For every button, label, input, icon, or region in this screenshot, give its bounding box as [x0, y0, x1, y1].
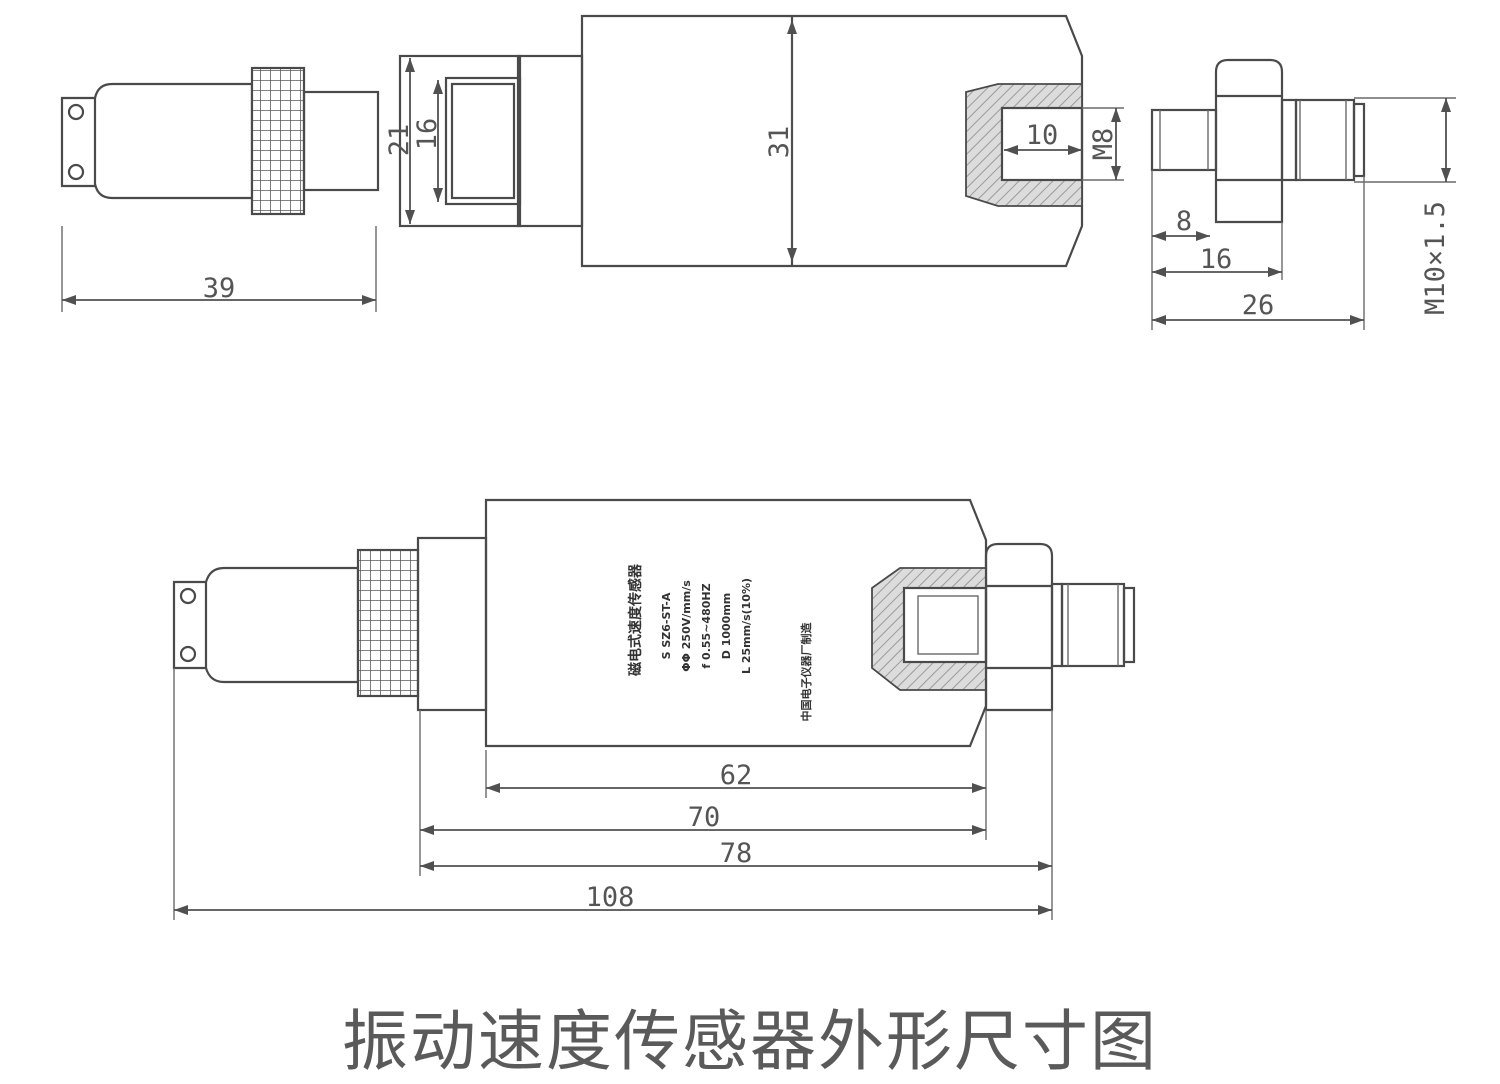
dim-stud-16: 16	[1152, 222, 1283, 280]
dim-39-label: 39	[203, 273, 236, 304]
nameplate-line4: D 1000mm	[720, 593, 733, 660]
nameplate-title: 磁电式速度传感器	[627, 563, 644, 676]
top-sensor-body	[398, 14, 1084, 268]
dim-length-62: 62	[485, 710, 987, 840]
dim-connector-length: 39	[61, 226, 377, 312]
drawing-caption: 振动速度传感器外形尺寸图	[342, 1003, 1158, 1080]
nameplate: 磁电式速度传感器 S SZ6-ST-A ΦΦ 250V/mm/s f 0.55~…	[627, 563, 813, 721]
bottom-connector-plug	[172, 548, 420, 698]
nameplate-line1: S SZ6-ST-A	[660, 592, 673, 659]
dim-flange-outer: 21	[384, 58, 415, 224]
dim-70-label: 70	[688, 802, 721, 833]
nameplate-line2: ΦΦ 250V/mm/s	[680, 580, 693, 672]
dim-length-78: 78	[420, 710, 1053, 920]
dim-62-label: 62	[720, 760, 753, 791]
dim-thread-depth: 10	[1004, 120, 1082, 155]
dim-16-stud-label: 16	[1200, 244, 1233, 275]
dim-body-diameter: 31	[764, 20, 797, 262]
top-mounting-stud	[1150, 58, 1366, 224]
dim-78-label: 78	[720, 838, 753, 869]
dim-21-label: 21	[384, 124, 415, 157]
dim-8-label: 8	[1176, 206, 1192, 237]
sensor-outline-drawing: 39 21 16 31 10 M8	[60, 14, 1456, 920]
dim-stud-thread: M10×1.5	[1354, 97, 1456, 315]
bottom-sensor-body	[416, 498, 1136, 748]
dim-thread-size: M8	[1082, 107, 1124, 181]
dim-length-108: 108	[173, 668, 1052, 920]
dim-26-label: 26	[1242, 290, 1275, 321]
dim-108-label: 108	[586, 882, 635, 913]
drawing-page: 39 21 16 31 10 M8	[60, 14, 1456, 1080]
top-connector-plug	[60, 66, 380, 216]
dim-flange-inner: 16	[412, 80, 443, 202]
dim-m10-label: M10×1.5	[1420, 201, 1451, 315]
dim-length-70: 70	[419, 710, 986, 876]
dim-m8-label: M8	[1088, 128, 1119, 161]
nameplate-maker: 中国电子仪器厂制造	[799, 622, 813, 722]
dim-stud-26: 26	[1152, 176, 1365, 330]
nameplate-line5: L 25mm/s(10%)	[740, 578, 753, 674]
dim-stud-8: 8	[1151, 170, 1210, 330]
dim-16-inner-label: 16	[412, 118, 443, 151]
nameplate-line3: f 0.55~480HZ	[700, 583, 713, 668]
dim-10-label: 10	[1026, 120, 1059, 151]
dim-31-label: 31	[764, 126, 795, 159]
